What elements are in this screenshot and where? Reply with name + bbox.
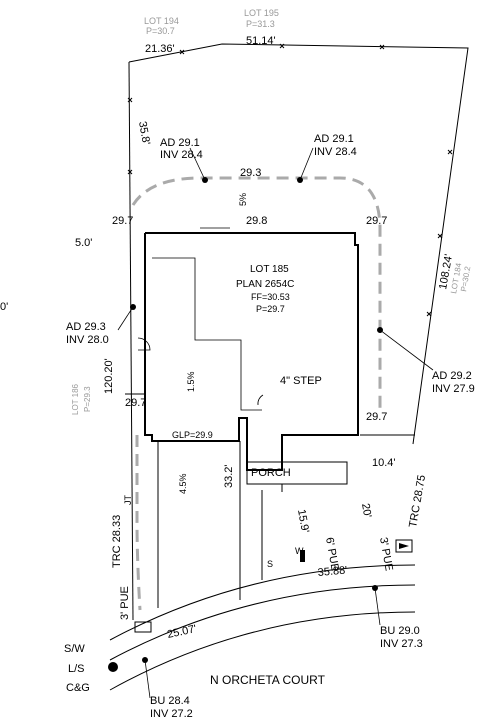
dim-front-setback: 5.0' xyxy=(75,237,92,249)
street-name: N ORCHETA COURT xyxy=(210,673,326,687)
house-porch: PORCH xyxy=(251,467,291,479)
svg-text:INV 27.2: INV 27.2 xyxy=(150,708,193,720)
lot186-p: P=29.3 xyxy=(83,386,92,412)
dim-left-edge: 0' xyxy=(0,301,8,313)
trc-box-right xyxy=(395,539,413,553)
svg-text:INV 28.0: INV 28.0 xyxy=(66,334,109,346)
property-boundary xyxy=(128,43,469,621)
lot195-label: LOT 195 xyxy=(244,8,279,18)
porch xyxy=(246,461,348,492)
house-p: P=29.7 xyxy=(256,304,285,314)
dim-jt: JT xyxy=(123,495,133,506)
street-edges xyxy=(109,564,416,691)
slope-drive: 4.5% xyxy=(178,473,188,494)
dim-north-right: 51.14' xyxy=(246,35,276,47)
utility-cg: C&G xyxy=(66,682,90,694)
dim-side-right: 10.4' xyxy=(372,457,396,469)
dim-west-bottom: 120.20' xyxy=(103,358,115,394)
elev-w-mid: 29.7 xyxy=(125,397,146,409)
drain-label-top-left: AD 29.1 INV 28.4 xyxy=(160,137,203,161)
house-lot: LOT 185 xyxy=(250,264,289,275)
svg-text:INV 27.9: INV 27.9 xyxy=(432,383,475,395)
svg-text:AD 29.1: AD 29.1 xyxy=(160,137,200,149)
utility-ls: L/S xyxy=(68,663,85,675)
elev-ne: 29.7 xyxy=(366,215,387,227)
utility-s: S xyxy=(267,559,273,569)
lot194-label: LOT 194 xyxy=(144,16,179,26)
dim-driveway: 33.2' xyxy=(223,464,235,488)
house-glp: GLP=29.9 xyxy=(172,430,213,440)
fence-lines xyxy=(125,393,415,436)
pue-box-left xyxy=(134,621,152,633)
water-meter xyxy=(300,550,305,562)
utility-w: W xyxy=(295,546,304,556)
dim-pue-right: 3' PUE xyxy=(377,536,395,571)
svg-text:BU 28.4: BU 28.4 xyxy=(150,695,190,707)
elev-se: 29.7 xyxy=(366,411,387,423)
dim-porch-depth: 15.9' xyxy=(295,508,311,533)
drain-label-top-right: AD 29.1 INV 28.4 xyxy=(314,133,357,158)
house-ff: FF=30.53 xyxy=(251,292,290,302)
slope-top: 5% xyxy=(238,193,248,206)
boundary-marks xyxy=(127,43,453,317)
dim-arc-right: 35.88' xyxy=(317,564,348,579)
drain-points xyxy=(108,177,383,672)
svg-text:INV 28.4: INV 28.4 xyxy=(314,146,357,158)
elev-top-mid: 29.3 xyxy=(240,167,261,179)
svg-text:BU 29.0: BU 29.0 xyxy=(380,625,420,637)
house-step: 4" STEP xyxy=(280,375,322,387)
bu-label-left: BU 28.4 INV 27.2 xyxy=(150,695,193,720)
svg-text:AD 29.2: AD 29.2 xyxy=(432,370,472,382)
elev-nw: 29.7 xyxy=(112,215,133,227)
lot194-p: P=30.7 xyxy=(146,26,175,36)
dim-front-yard: 20' xyxy=(359,502,373,518)
svg-text:AD 29.3: AD 29.3 xyxy=(66,321,106,333)
lot186-label: LOT 186 xyxy=(71,383,80,415)
trc-box-right-arrow-icon xyxy=(399,543,409,549)
dim-pue-6: 6' PUE xyxy=(323,536,341,571)
lot184-p: P=30.2 xyxy=(459,265,472,292)
svg-text:INV 28.4: INV 28.4 xyxy=(160,149,203,161)
house-interior xyxy=(137,227,264,411)
dim-trc-left: TRC 28.33 xyxy=(111,515,123,568)
svg-text:AD 29.1: AD 29.1 xyxy=(314,133,354,145)
drain-label-left: AD 29.3 INV 28.0 xyxy=(66,321,109,346)
driveway xyxy=(157,441,263,608)
svg-text:INV 27.3: INV 27.3 xyxy=(380,638,423,650)
bu-label-right: BU 29.0 INV 27.3 xyxy=(380,625,423,650)
drainage-swale xyxy=(131,176,382,410)
lot195-p: P=31.3 xyxy=(246,19,275,29)
dim-trc-right: TRC 28.75 xyxy=(407,474,428,528)
dim-west-top: 35.8' xyxy=(136,120,152,145)
elev-top-house: 29.8 xyxy=(246,215,267,227)
drainage-swale-left xyxy=(135,435,142,611)
utility-sw: S/W xyxy=(64,643,85,655)
house-plan: PLAN 2654C xyxy=(236,279,294,290)
dim-north-left: 21.36' xyxy=(145,43,175,55)
dim-pue-left: 3' PUE xyxy=(119,586,131,620)
drain-leaders xyxy=(117,147,434,699)
dim-arc-left: 25.07' xyxy=(166,623,197,641)
drain-label-right: AD 29.2 INV 27.9 xyxy=(432,370,475,395)
slope-house: 1.5% xyxy=(186,371,196,392)
